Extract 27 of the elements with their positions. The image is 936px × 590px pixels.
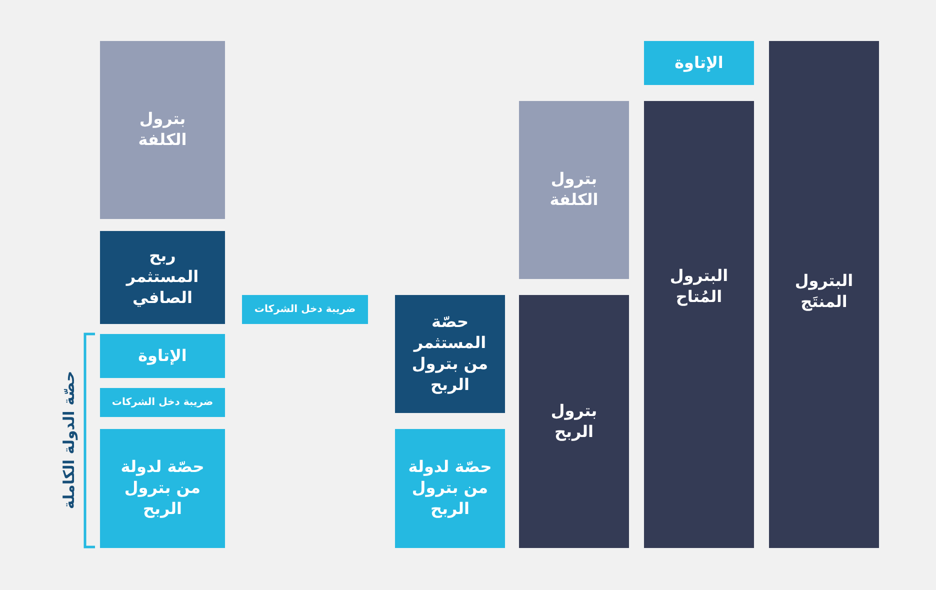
block-label: الإتاوة: [138, 346, 187, 366]
bar-block: [100, 429, 225, 548]
block-label: ضريبة دخل الشركات: [112, 396, 214, 409]
bar-block: [100, 231, 225, 324]
block-label: ربح المستثمر الصافي: [124, 246, 200, 309]
bar-block: [242, 295, 368, 324]
block-label: الإتاوة: [674, 52, 724, 74]
block-label: بترول الكلفة: [548, 169, 600, 211]
bar-block: [395, 429, 505, 548]
block-label: حصّة المستثمر من بترول الربح: [410, 312, 490, 396]
bar-block: [644, 101, 754, 548]
block-label: البترول المُتاح: [668, 266, 730, 308]
block-label: بترول الكلفة: [137, 109, 188, 151]
bracket-label: حصّة الدولة الكاملة: [60, 370, 78, 510]
bar-block: [644, 41, 754, 85]
block-label: ضريبة دخل الشركات: [254, 303, 356, 316]
bar-block: [100, 334, 225, 378]
bar-block: [395, 295, 505, 413]
block-label: البترول المنتَج: [794, 271, 854, 313]
bar-block: [769, 41, 879, 548]
block-label: بترول الربح: [550, 400, 598, 442]
bar-block: [519, 101, 629, 279]
bar-block: [100, 41, 225, 219]
bar-block: [519, 295, 629, 548]
block-label: حصّة لدولة من بترول الربح: [120, 457, 206, 520]
block-label: حصّة لدولة من بترول الربح: [407, 457, 493, 520]
bar-block: [100, 388, 225, 417]
